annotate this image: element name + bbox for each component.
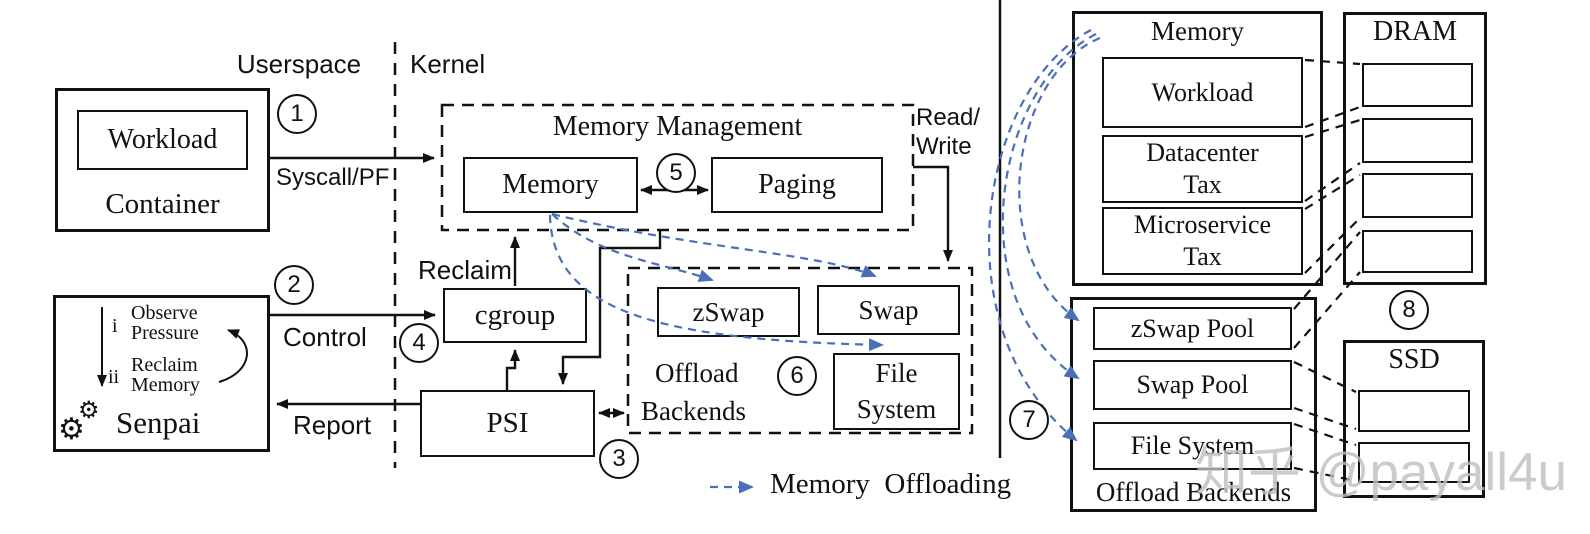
right-region-workload: Workload <box>1102 57 1303 128</box>
senpai-step2-text: Reclaim Memory <box>131 354 200 396</box>
offload-arrow-zswap <box>551 213 714 282</box>
circled-number-8: 8 <box>1389 290 1429 330</box>
file-system-pool-box: File System <box>1093 422 1292 470</box>
circled-number-2: 2 <box>274 265 314 305</box>
control-label: Control <box>283 322 367 352</box>
psi-box: PSI <box>420 390 595 457</box>
paging-box: Paging <box>711 157 883 213</box>
dram-slot <box>1362 63 1473 107</box>
senpai-step1-numeral: i <box>112 315 118 337</box>
workload-box: Workload <box>77 110 248 170</box>
dram-title: DRAM <box>1372 16 1457 47</box>
watermark: 知乎 @payall4u <box>1195 443 1567 502</box>
file-system-box: File System <box>833 353 960 430</box>
circled-number-4: 4 <box>399 323 439 363</box>
ssd-slot <box>1358 390 1470 432</box>
kernel-label: Kernel <box>410 49 486 79</box>
gear-icon: ⚙ <box>78 396 100 424</box>
right-region-microservice-tax: Microservice Tax <box>1133 209 1272 272</box>
syscall-pf-label: Syscall/PF <box>276 164 390 191</box>
read-label: Read/ <box>916 104 981 131</box>
dram-slot <box>1362 230 1473 273</box>
zswap-box: zSwap <box>657 287 800 337</box>
psi-to-cgroup-arrow <box>505 349 520 390</box>
senpai-step1-text: Observe Pressure <box>131 302 199 344</box>
right-memory-title: Memory <box>1151 16 1244 46</box>
container-label: Container <box>105 188 220 220</box>
userspace-label: Userspace <box>236 49 362 79</box>
write-label: Write <box>916 132 972 160</box>
dram-slot <box>1362 118 1473 163</box>
senpai-label: Senpai <box>116 405 201 440</box>
zswap-pool-box: zSwap Pool <box>1093 307 1292 350</box>
reclaim-label: Reclaim <box>418 255 512 285</box>
ssd-title: SSD <box>1388 344 1440 375</box>
right-region-datacenter-tax: Datacenter Tax <box>1146 137 1259 200</box>
cgroup-box: cgroup <box>443 288 587 343</box>
memory-box: Memory <box>463 157 638 213</box>
circled-number-1: 1 <box>277 94 317 134</box>
circled-number-3: 3 <box>599 439 639 479</box>
senpai-step2-numeral: ii <box>108 366 120 388</box>
offload-arrow-swap <box>551 212 877 278</box>
legend-memory-offloading-label: Memory Offloading <box>770 468 1012 500</box>
right-offload-title: Offload Backends <box>1095 477 1292 507</box>
swap-pool-box: Swap Pool <box>1093 360 1292 410</box>
swap-box: Swap <box>817 285 960 335</box>
ssd-slot <box>1358 442 1470 483</box>
read-write-arrow <box>913 165 953 262</box>
read-write-label: Read/ Write <box>916 104 996 162</box>
circled-number-7: 7 <box>1009 400 1049 440</box>
gear-icon: ⚙ <box>58 412 85 447</box>
dram-slot <box>1362 173 1473 218</box>
memory-management-title: Memory Management <box>552 111 803 142</box>
offload-label-line1: Offload <box>655 358 739 388</box>
circled-number-5: 5 <box>656 153 696 193</box>
offload-label-line2: Backends <box>641 396 746 426</box>
circled-number-6: 6 <box>777 356 817 396</box>
report-label: Report <box>293 410 372 440</box>
